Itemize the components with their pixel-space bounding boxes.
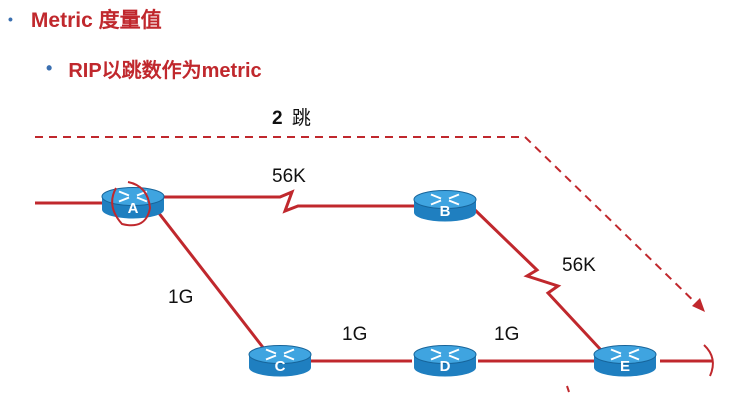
router-label: B xyxy=(440,203,451,220)
router-arrows-icon xyxy=(430,348,460,361)
router-top xyxy=(248,345,312,364)
link-b-e xyxy=(473,208,603,352)
hop-path-dashed xyxy=(35,136,706,313)
annotation-circle xyxy=(111,181,152,227)
router-arrows-icon xyxy=(265,348,295,361)
bandwidth-label-d-e: 1G xyxy=(494,324,519,345)
bullet-level2: • RIP以跳数作为metric xyxy=(46,54,262,83)
router-top xyxy=(593,345,657,364)
stray-mark xyxy=(566,385,570,393)
router-e: E xyxy=(593,345,657,377)
hop-count-unit: 跳 xyxy=(292,107,311,129)
router-b: B xyxy=(413,190,477,222)
bandwidth-label-b-e: 56K xyxy=(562,255,596,276)
heading-rip-metric: RIP以跳数作为metric xyxy=(68,60,262,82)
router-c: C xyxy=(248,345,312,377)
hop-count-number: 2 xyxy=(272,108,283,129)
hop-path-arrowhead xyxy=(692,298,705,312)
bandwidth-label-c-d: 1G xyxy=(342,324,367,345)
router-top xyxy=(413,345,477,364)
router-label: A xyxy=(128,200,139,217)
bullet-dot: • xyxy=(8,11,13,27)
bullet-level1: • Metric 度量值 xyxy=(8,4,162,34)
bullet-dot: • xyxy=(46,58,53,78)
router-label: C xyxy=(275,358,286,375)
hop-count-label: 2 跳 xyxy=(272,107,311,129)
router-d: D xyxy=(413,345,477,377)
router-top xyxy=(413,190,477,209)
bandwidth-label-a-c: 1G xyxy=(168,287,193,308)
router-label: E xyxy=(620,358,630,375)
link-a-c xyxy=(156,211,267,351)
bandwidth-label-a-b: 56K xyxy=(272,166,306,187)
link-a-b xyxy=(163,189,415,214)
heading-metric: Metric 度量值 xyxy=(30,9,162,32)
router-arrows-icon xyxy=(610,348,640,361)
router-arrows-icon xyxy=(430,193,460,206)
router-arrows-icon xyxy=(118,190,148,203)
link-outgoing-curl xyxy=(703,344,714,377)
router-label: D xyxy=(440,358,451,375)
